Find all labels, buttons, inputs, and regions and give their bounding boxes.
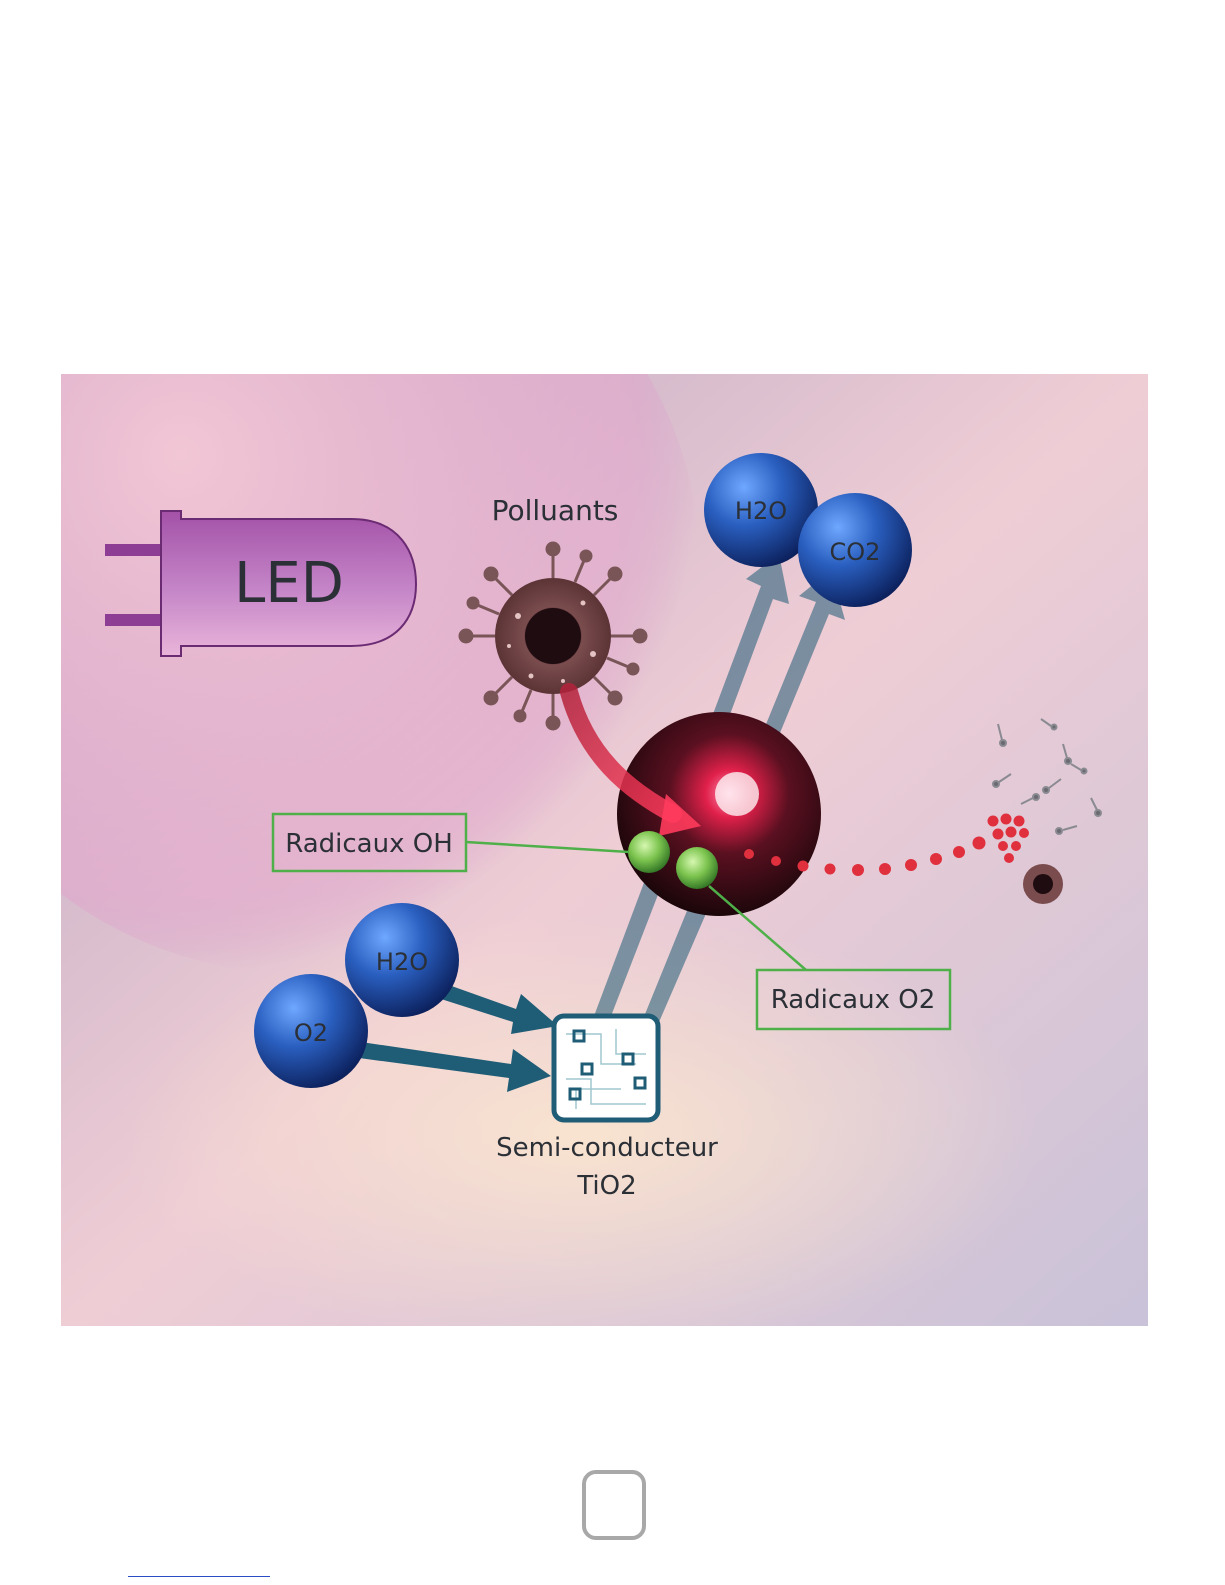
small-virus-icon [1023,864,1063,904]
co2-sphere: CO2 [798,493,912,607]
photocatalysis-diagram: LED Polluants [61,374,1148,1326]
h2o-bottom-sphere: H2O [345,903,459,1017]
co2-label: CO2 [830,538,881,566]
semiconductor-chip-icon [554,1016,658,1120]
semiconductor-label-line1: Semi-conducteur [496,1133,718,1163]
pollutants-label: Polluants [492,494,619,527]
footnote-separator [128,1576,270,1577]
radicals-o2-label: Radicaux O2 [771,985,936,1015]
o2-label: O2 [294,1019,328,1047]
led-label: LED [234,551,344,616]
radicals-oh-label: Radicaux OH [285,829,453,859]
radical-oh-ball [628,831,670,873]
h2o-top-label: H2O [735,497,787,525]
reaction-ball [617,712,821,916]
radical-o2-ball [676,847,718,889]
h2o-bottom-label: H2O [376,948,428,976]
virus-icon [460,543,646,729]
semiconductor-label-line2: TiO2 [576,1171,636,1201]
home-button[interactable] [582,1470,646,1540]
o2-sphere: O2 [254,974,368,1088]
